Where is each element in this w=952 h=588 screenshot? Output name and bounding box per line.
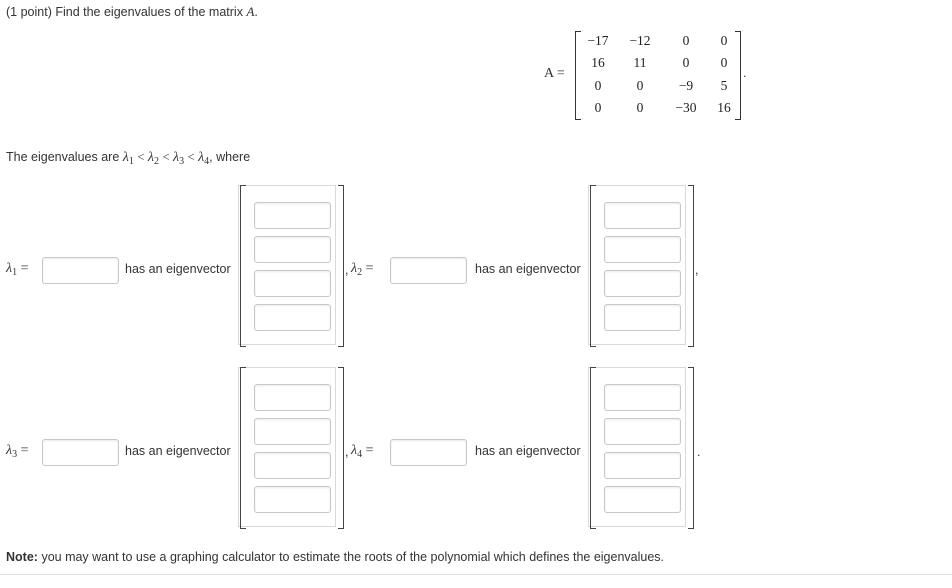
lambda-2-input[interactable] bbox=[390, 257, 467, 284]
matrix-cell: 0 bbox=[594, 100, 602, 115]
equals-sign: = bbox=[365, 261, 374, 276]
eigenvector-3-component-3[interactable] bbox=[254, 452, 331, 479]
eigenvalue-order: The eigenvalues are λ1 < λ2 < λ3 < λ4, w… bbox=[6, 150, 250, 167]
matrix-cell: −9 bbox=[678, 78, 694, 93]
eigenvector-2-component-4[interactable] bbox=[604, 304, 681, 331]
eigenvector-3-component-4[interactable] bbox=[254, 486, 331, 513]
vector-left-bracket bbox=[590, 185, 596, 347]
matrix-cell: 0 bbox=[720, 33, 728, 48]
eigenvector-text: has an eigenvector bbox=[125, 444, 231, 458]
lambda-3-label: λ3 = bbox=[6, 443, 28, 460]
matrix-period: . bbox=[743, 66, 747, 80]
matrix-cell: 0 bbox=[636, 78, 644, 93]
lambda-symbol: λ bbox=[351, 261, 358, 276]
eigenvector-3-component-2[interactable] bbox=[254, 418, 331, 445]
lambda-symbol: λ bbox=[6, 261, 13, 276]
order-prefix: The eigenvalues are bbox=[6, 150, 120, 164]
eigenvector-1-component-1[interactable] bbox=[254, 202, 331, 229]
order-suffix: , where bbox=[209, 150, 251, 164]
less-than: < bbox=[187, 150, 195, 164]
vector-frame bbox=[588, 367, 686, 527]
matrix-cell: 0 bbox=[720, 55, 728, 70]
eigenvector-1-component-4[interactable] bbox=[254, 304, 331, 331]
vector-right-bracket bbox=[338, 185, 344, 347]
lambda-subscript: 3 bbox=[12, 449, 18, 460]
vector-left-bracket bbox=[240, 185, 246, 347]
vector-right-bracket bbox=[688, 367, 694, 529]
matrix-cell: 5 bbox=[720, 78, 728, 93]
vector-frame bbox=[238, 367, 336, 527]
lambda-2-label: λ2 = bbox=[351, 261, 373, 278]
eigenvector-3-component-1[interactable] bbox=[254, 384, 331, 411]
lambda-1-input[interactable] bbox=[42, 257, 119, 284]
vector-right-bracket bbox=[338, 367, 344, 529]
vector-comma: , bbox=[695, 263, 699, 277]
matrix-cell: 0 bbox=[682, 55, 690, 70]
lambda-subscript: 2 bbox=[357, 267, 363, 278]
points-label: (1 point) bbox=[6, 5, 52, 19]
matrix-variable: A bbox=[246, 4, 255, 19]
eigenvector-2-component-1[interactable] bbox=[604, 202, 681, 229]
lambda-subscript: 4 bbox=[204, 156, 210, 167]
matrix-cell: 11 bbox=[633, 55, 647, 70]
matrix-cell: 16 bbox=[591, 55, 605, 70]
bottom-divider bbox=[0, 574, 952, 575]
vector-comma: , bbox=[345, 263, 349, 277]
lambda-symbol: λ bbox=[172, 150, 180, 165]
eigenvector-4-component-2[interactable] bbox=[604, 418, 681, 445]
prompt-text: Find the eigenvalues of the matrix bbox=[55, 5, 243, 19]
vector-period: . bbox=[697, 445, 701, 459]
matrix-left-bracket bbox=[575, 31, 581, 120]
eigenvector-1-component-3[interactable] bbox=[254, 270, 331, 297]
matrix-label: A = bbox=[544, 66, 565, 81]
matrix-cell: 0 bbox=[682, 33, 690, 48]
less-than: < bbox=[162, 150, 170, 164]
matrix-cell: 0 bbox=[636, 100, 644, 115]
note-text: you may want to use a graphing calculato… bbox=[41, 550, 665, 564]
note: Note: you may want to use a graphing cal… bbox=[6, 550, 664, 564]
eigenvector-text: has an eigenvector bbox=[125, 262, 231, 276]
matrix-cell: 16 bbox=[717, 100, 731, 115]
eigenvector-2-component-2[interactable] bbox=[604, 236, 681, 263]
vector-frame bbox=[588, 185, 686, 345]
equals-sign: = bbox=[20, 443, 29, 458]
lambda-4-input[interactable] bbox=[390, 439, 467, 466]
lambda-symbol: λ bbox=[147, 150, 154, 165]
lambda-subscript: 1 bbox=[12, 267, 18, 278]
note-label: Note: bbox=[6, 550, 38, 564]
eigenvector-text: has an eigenvector bbox=[475, 444, 581, 458]
matrix-right-bracket bbox=[735, 31, 741, 120]
matrix-cell: −12 bbox=[629, 33, 651, 48]
less-than: < bbox=[137, 150, 145, 164]
eigenvector-4-component-1[interactable] bbox=[604, 384, 681, 411]
vector-comma: , bbox=[345, 445, 349, 459]
problem-header: (1 point) Find the eigenvalues of the ma… bbox=[6, 4, 258, 20]
lambda-1-label: λ1 = bbox=[6, 261, 28, 278]
lambda-4-label: λ4 = bbox=[351, 443, 373, 460]
lambda-symbol: λ bbox=[198, 150, 205, 165]
lambda-subscript: 4 bbox=[357, 449, 363, 460]
lambda-subscript: 1 bbox=[128, 156, 134, 167]
eigenvector-4-component-4[interactable] bbox=[604, 486, 681, 513]
vector-left-bracket bbox=[240, 367, 246, 529]
lambda-symbol: λ bbox=[122, 150, 129, 165]
eigenvector-4-component-3[interactable] bbox=[604, 452, 681, 479]
vector-right-bracket bbox=[688, 185, 694, 347]
lambda-symbol: λ bbox=[351, 443, 358, 458]
vector-frame bbox=[238, 185, 336, 345]
equals-sign: = bbox=[20, 261, 29, 276]
matrix-cell: −17 bbox=[587, 33, 609, 48]
prompt-period: . bbox=[254, 5, 258, 19]
matrix-cell: 0 bbox=[594, 78, 602, 93]
eigenvector-2-component-3[interactable] bbox=[604, 270, 681, 297]
lambda-symbol: λ bbox=[6, 443, 13, 458]
matrix-cell: −30 bbox=[675, 100, 697, 115]
lambda-3-input[interactable] bbox=[42, 439, 119, 466]
eigenvector-1-component-2[interactable] bbox=[254, 236, 331, 263]
equals-sign: = bbox=[365, 443, 374, 458]
eigenvector-text: has an eigenvector bbox=[475, 262, 581, 276]
lambda-subscript: 2 bbox=[153, 156, 159, 167]
vector-left-bracket bbox=[590, 367, 596, 529]
lambda-subscript: 3 bbox=[179, 156, 185, 167]
